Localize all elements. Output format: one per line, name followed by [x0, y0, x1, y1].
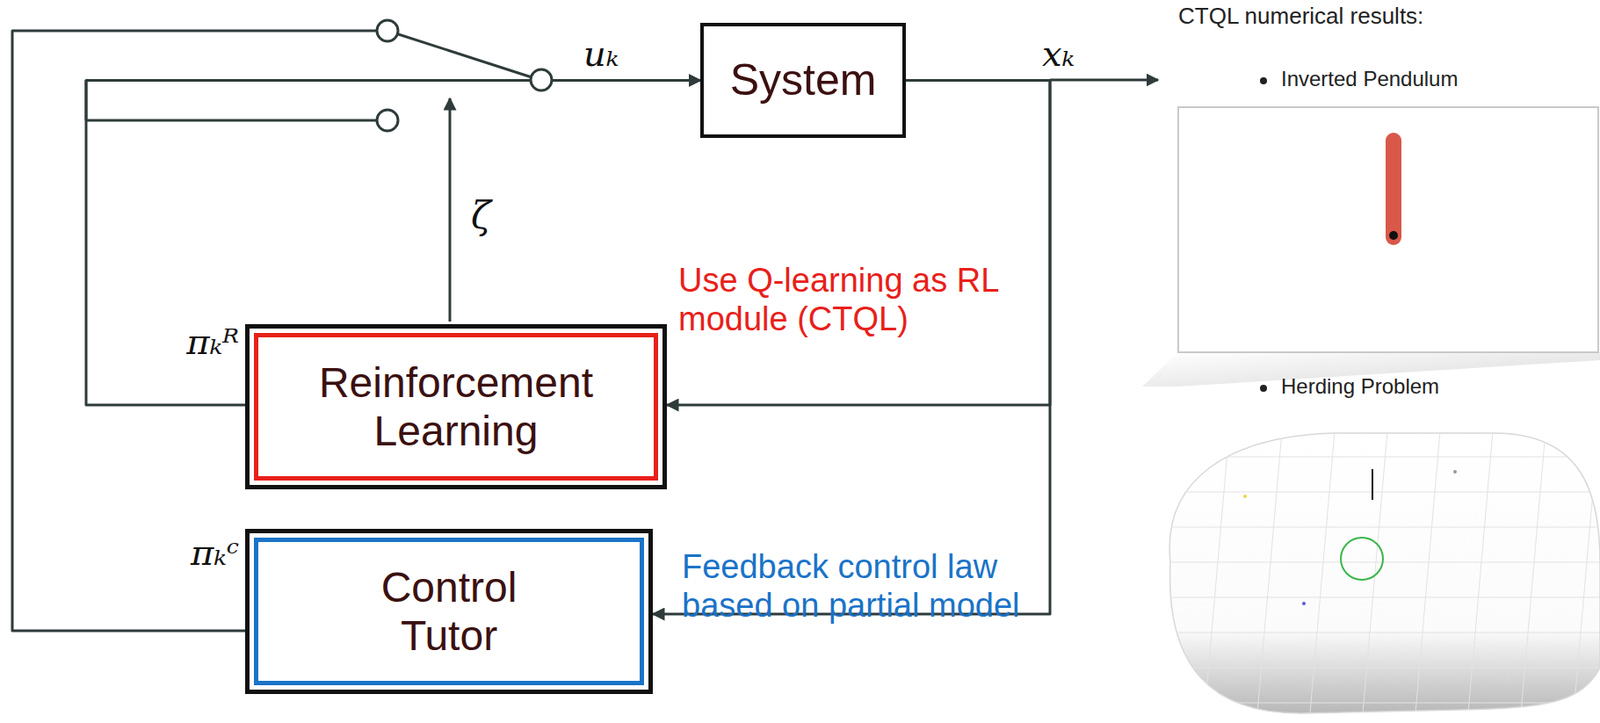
bullet: [1259, 384, 1267, 392]
switch-pivot: [530, 69, 552, 91]
grid-line: [1142, 702, 1600, 704]
grid-line: [1142, 492, 1600, 493]
target-agent: [1243, 494, 1247, 499]
signal-name: uₖ: [583, 33, 619, 74]
grid-line: [1414, 421, 1441, 723]
node-title: Reinforcement Learning: [271, 358, 641, 456]
grid-line: [1151, 421, 1178, 723]
pendulum-frame: [1178, 107, 1599, 353]
policy-name: πₖᴿ: [147, 321, 239, 362]
pendulum-pivot: [1389, 231, 1398, 240]
arena-grid: [1142, 421, 1600, 723]
policy-name: πₖᶜ: [147, 532, 239, 573]
goal-circle: [1340, 537, 1383, 580]
grid-line: [1256, 421, 1283, 723]
grid-line: [1142, 527, 1600, 529]
output-arrow: [1049, 79, 1159, 82]
system-box: System: [700, 22, 906, 138]
bullet: [1259, 77, 1267, 85]
bullet-item: Herding Problem: [1281, 374, 1440, 399]
node-title: System: [730, 55, 877, 107]
grid-line: [1309, 421, 1336, 723]
grid-line: [1203, 421, 1231, 723]
grid-line: [1520, 421, 1547, 723]
annotation-note: Use Q-learning as RL module (CTQL): [678, 261, 1004, 339]
target-agent: [1453, 470, 1457, 474]
signal-connector: [652, 80, 1050, 616]
signal-name: ζ: [470, 195, 492, 238]
grid-line: [1142, 667, 1600, 669]
grid-line: [1361, 421, 1389, 723]
switch-terminal: [376, 20, 399, 42]
grid-line: [1142, 562, 1600, 564]
signal-name: xₖ: [1042, 33, 1075, 74]
rl-module-box: Reinforcement Learning: [245, 324, 667, 490]
section-heading: CTQL numerical results:: [1178, 3, 1424, 30]
grid-line: [1467, 421, 1494, 723]
herding-arena: [1169, 433, 1600, 714]
control-tutor-box: Control Tutor: [245, 528, 653, 695]
switch-signal-arrow: [448, 98, 452, 322]
switch-terminal: [376, 109, 399, 131]
grid-line: [1142, 597, 1600, 599]
grid-line: [1142, 632, 1600, 634]
pendulum-rod: [1385, 132, 1402, 246]
grid-line: [1572, 421, 1600, 723]
switch-wire: [86, 119, 388, 123]
target-agent: [1302, 601, 1306, 606]
annotation-note: Feedback control law based on partial mo…: [681, 548, 1060, 625]
herder-agent: [1371, 469, 1374, 500]
grid-line: [1142, 456, 1600, 458]
switch-wire: [85, 79, 88, 121]
bullet-item: Inverted Pendulum: [1281, 66, 1458, 92]
node-title: Control Tutor: [343, 563, 555, 660]
